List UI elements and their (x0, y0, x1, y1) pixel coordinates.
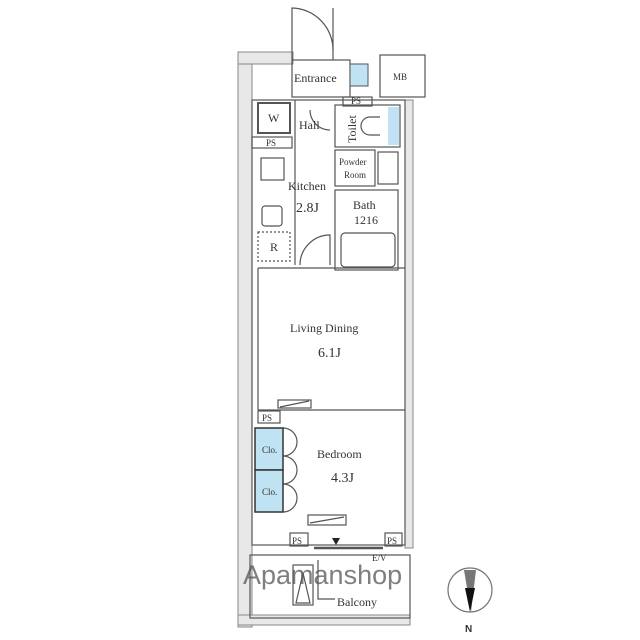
ps-box (342, 96, 373, 107)
label-ps: PS (387, 536, 397, 546)
toilet-tank (388, 107, 399, 145)
label-toilet: Toilet (345, 115, 359, 143)
entrance-door[interactable] (291, 7, 334, 60)
stove (260, 157, 285, 181)
label-bath-size: 1216 (354, 213, 378, 227)
label-balcony: Balcony (337, 595, 377, 609)
label-living-dining: Living Dining (290, 321, 358, 335)
balcony (249, 554, 411, 619)
closet-2 (254, 469, 284, 513)
ps-box (384, 532, 403, 547)
label-living-dining-size: 6.1J (318, 346, 342, 361)
mb-box (379, 54, 426, 98)
label-closet: Clo. (262, 487, 277, 497)
label-closet: Clo. (262, 445, 277, 455)
powder-room (334, 149, 376, 187)
toilet-room (334, 104, 401, 148)
label-refrigerator: R (270, 240, 278, 254)
label-entrance: Entrance (294, 71, 337, 85)
ev-hatch (292, 564, 314, 606)
bath-room (334, 189, 399, 271)
vanity (377, 151, 399, 185)
label-washer: W (268, 111, 280, 125)
label-bedroom: Bedroom (317, 447, 362, 461)
interior-lines (249, 7, 426, 619)
compass-north-label: N (465, 624, 472, 635)
ps-box (257, 410, 281, 424)
window-marker-icon (332, 538, 340, 545)
washer-box (257, 102, 291, 134)
compass-icon: N (447, 567, 493, 635)
label-ps: PS (262, 413, 272, 423)
label-bath: Bath (353, 198, 376, 212)
label-bedroom-size: 4.3J (331, 471, 355, 486)
fridge-space (257, 231, 291, 262)
label-ev: E/V (372, 553, 387, 563)
label-mb: MB (393, 72, 407, 82)
bathtub (340, 232, 396, 268)
label-kitchen: Kitchen (288, 179, 326, 193)
closet-1 (254, 427, 284, 471)
label-ps: PS (351, 96, 361, 106)
label-room: Room (344, 170, 366, 180)
label-ps: PS (266, 138, 276, 148)
label-kitchen-size: 2.8J (296, 201, 320, 216)
label-powder: Powder (339, 157, 367, 167)
label-ps: PS (292, 536, 302, 546)
label-hall: Hall (299, 118, 320, 132)
shoe-cabinet (349, 63, 369, 87)
watermark-logo: Apamanshop (243, 560, 402, 590)
ps-box (289, 532, 309, 547)
kitchen-sink (261, 205, 283, 227)
